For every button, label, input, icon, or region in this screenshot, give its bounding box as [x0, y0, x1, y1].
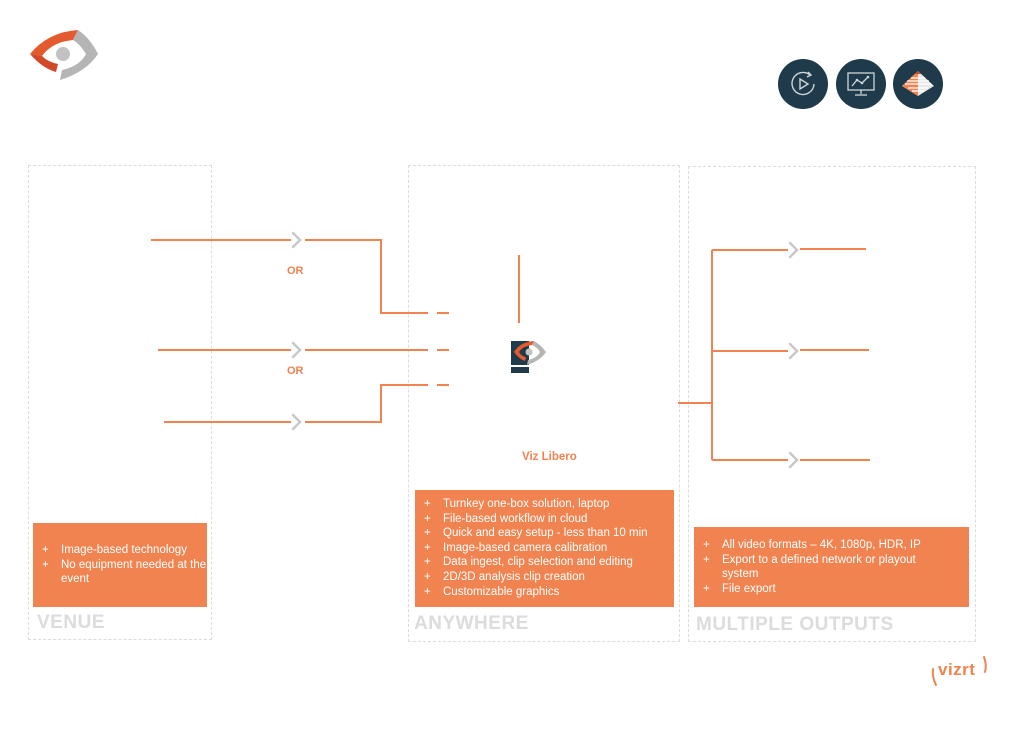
list-item: +File export — [703, 582, 776, 595]
list-item: +All video formats – 4K, 1080p, HDR, IP — [703, 539, 921, 551]
venue-info-box: +Image-based technology +No equipment ne… — [33, 523, 207, 607]
pyramid-3d-icon — [893, 59, 943, 109]
venue-title: VENUE — [37, 612, 105, 633]
input-line-1-continue — [305, 239, 428, 314]
chevron-right-icon — [788, 342, 799, 360]
list-item: +Image-based camera calibration — [424, 541, 608, 554]
list-item: +Quick and easy setup - less than 10 min — [424, 527, 648, 540]
viz-libero-logo-icon — [510, 338, 548, 376]
list-item: +Customizable graphics — [424, 585, 560, 598]
chevron-right-icon — [788, 451, 799, 469]
list-item: +Turnkey one-box solution, laptop — [424, 498, 610, 510]
chevron-right-icon — [291, 341, 302, 359]
list-item: +Export to a defined network or playout … — [703, 553, 916, 581]
eye-logo-icon — [28, 28, 100, 82]
chevron-right-icon — [291, 413, 302, 431]
list-item: +Data ingest, clip selection and editing — [424, 556, 633, 569]
or-label-2: OR — [287, 365, 304, 377]
vizrt-logo: vizrt — [930, 655, 990, 689]
replay-play-icon — [778, 59, 828, 109]
anywhere-info-box: +Turnkey one-box solution, laptop +File-… — [415, 490, 674, 607]
analytics-monitor-icon — [836, 59, 886, 109]
list-item: +File-based workflow in cloud — [424, 512, 588, 525]
outputs-info-box: +All video formats – 4K, 1080p, HDR, IP … — [694, 527, 969, 607]
list-item: +No equipment needed at the event — [42, 558, 207, 586]
input-line-3-continue — [305, 384, 428, 423]
product-label: Viz Libero — [522, 451, 577, 463]
outputs-title: MULTIPLE OUTPUTS — [696, 614, 894, 635]
vizrt-wordmark: vizrt — [938, 660, 976, 679]
anywhere-title: ANYWHERE — [414, 613, 529, 634]
list-item: +2D/3D analysis clip creation — [424, 570, 585, 583]
or-label-1: OR — [287, 265, 304, 277]
venue-panel — [28, 165, 212, 640]
chevron-right-icon — [291, 231, 302, 249]
chevron-right-icon — [788, 241, 799, 259]
list-item: +Image-based technology — [42, 544, 187, 556]
